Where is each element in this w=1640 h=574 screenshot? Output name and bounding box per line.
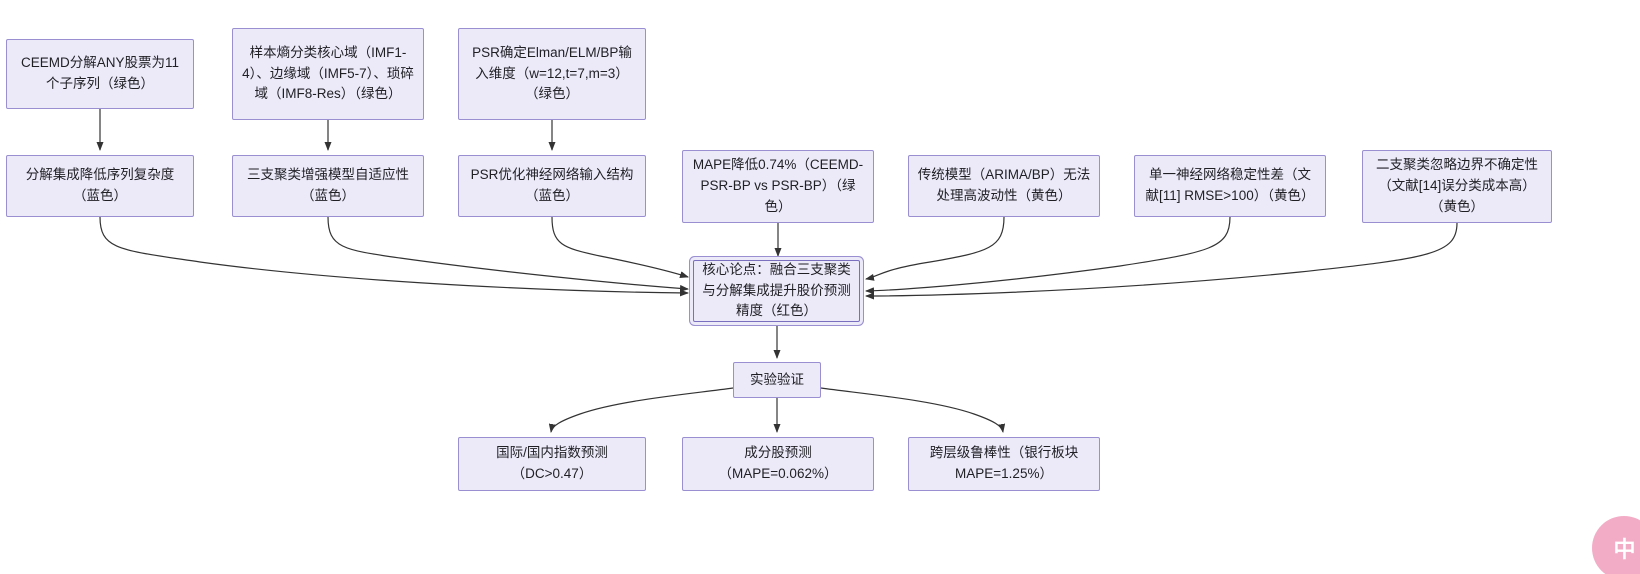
node-ceemd[interactable]: CEEMD分解ANY股票为11个子序列（绿色） (6, 39, 194, 109)
edge-single-nn-unstable-to-core-argument (865, 216, 1231, 295)
node-label: 单一神经网络稳定性差（文献[11] RMSE>100）（黄色） (1145, 167, 1315, 203)
node-core-argument[interactable]: 核心论点：融合三支聚类与分解集成提升股价预测精度（红色） (693, 260, 860, 322)
node-label: 核心论点：融合三支聚类与分解集成提升股价预测精度（红色） (702, 261, 851, 319)
node-psr-input-structure[interactable]: PSR优化神经网络输入结构（蓝色） (458, 155, 646, 217)
node-label: 跨层级鲁棒性（银行板块MAPE=1.25%） (929, 445, 1079, 481)
edge-three-way-adaptive-to-core-argument (327, 216, 689, 292)
node-sample-entropy[interactable]: 样本熵分类核心域（IMF1-4）、边缘域（IMF5-7）、琐碎域（IMF8-Re… (232, 28, 424, 120)
node-label: MAPE降低0.74%（CEEMD-PSR-BP vs PSR-BP）（绿色） (692, 157, 864, 214)
node-three-way-adaptive[interactable]: 三支聚类增强模型自适应性（蓝色） (232, 155, 424, 217)
edge-decompose-complexity-to-core-argument (99, 216, 689, 297)
node-label: CEEMD分解ANY股票为11个子序列（绿色） (20, 55, 180, 91)
node-label: 国际/国内指数预测（DC>0.47） (496, 445, 608, 481)
node-cross-layer-robust[interactable]: 跨层级鲁棒性（银行板块MAPE=1.25%） (908, 437, 1100, 491)
node-label: 实验验证 (750, 371, 804, 387)
edge-experiment-to-cross-layer-robust (820, 387, 1006, 433)
node-label: 样本熵分类核心域（IMF1-4）、边缘域（IMF5-7）、琐碎域（IMF8-Re… (242, 44, 414, 102)
node-single-nn-unstable[interactable]: 单一神经网络稳定性差（文献[11] RMSE>100）（黄色） (1134, 155, 1326, 217)
node-index-forecast[interactable]: 国际/国内指数预测（DC>0.47） (458, 437, 646, 491)
node-label: 传统模型（ARIMA/BP）无法处理高波动性（黄色） (917, 167, 1091, 203)
node-decompose-complexity[interactable]: 分解集成降低序列复杂度（蓝色） (6, 155, 194, 217)
node-label: PSR确定Elman/ELM/BP输入维度（w=12,t=7,m=3）（绿色） (472, 44, 632, 102)
node-two-way-boundary[interactable]: 二支聚类忽略边界不确定性（文献[14]误分类成本高）（黄色） (1362, 150, 1552, 223)
node-label: 三支聚类增强模型自适应性（蓝色） (247, 167, 409, 203)
watermark-badge: 中 (1592, 516, 1640, 574)
edge-traditional-limit-to-core-argument (865, 216, 1005, 281)
node-mape-drop[interactable]: MAPE降低0.74%（CEEMD-PSR-BP vs PSR-BP）（绿色） (682, 150, 874, 223)
edge-two-way-boundary-to-core-argument (865, 222, 1458, 300)
node-label: PSR优化神经网络输入结构（蓝色） (470, 167, 634, 203)
node-traditional-limit[interactable]: 传统模型（ARIMA/BP）无法处理高波动性（黄色） (908, 155, 1100, 217)
node-psr-dim[interactable]: PSR确定Elman/ELM/BP输入维度（w=12,t=7,m=3）（绿色） (458, 28, 646, 120)
node-constituent-forecast[interactable]: 成分股预测（MAPE=0.062%） (682, 437, 874, 491)
node-label: 分解集成降低序列复杂度（蓝色） (25, 167, 175, 203)
edge-psr-input-structure-to-core-argument (551, 216, 689, 278)
node-label: 二支聚类忽略边界不确定性（文献[14]误分类成本高）（黄色） (1376, 157, 1538, 214)
watermark-text: 中 (1613, 537, 1635, 562)
edge-experiment-to-index-forecast (548, 387, 734, 433)
node-label: 成分股预测（MAPE=0.062%） (718, 445, 838, 481)
node-experiment[interactable]: 实验验证 (733, 362, 821, 398)
